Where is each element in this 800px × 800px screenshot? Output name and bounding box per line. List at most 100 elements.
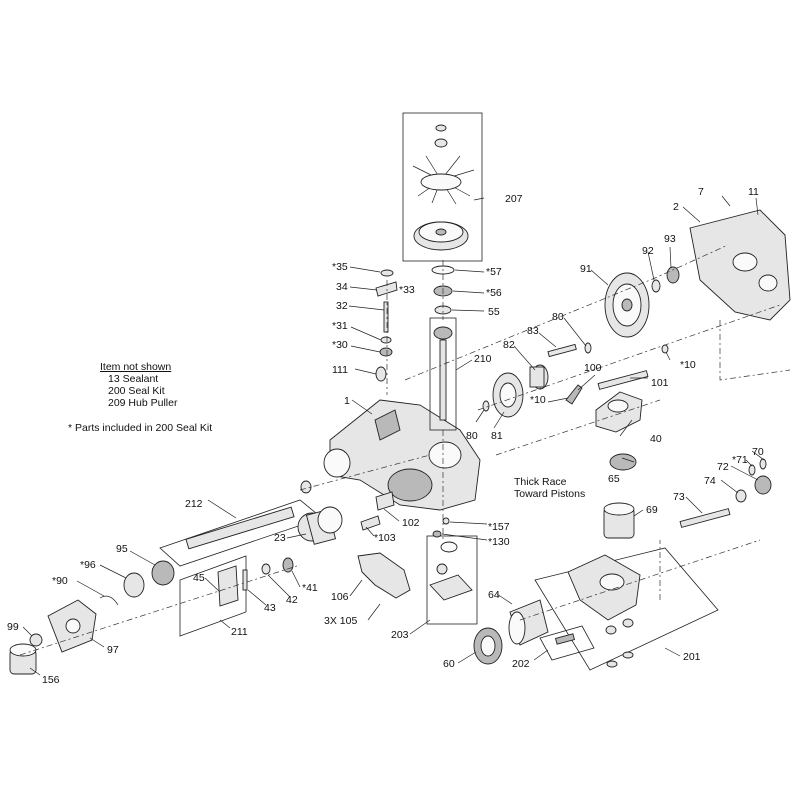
callout-210: 210	[474, 353, 492, 365]
pump-block-69	[603, 502, 635, 539]
callout-71: *71	[732, 454, 748, 466]
callout-212: 212	[185, 498, 203, 510]
callout-55: 55	[488, 306, 500, 318]
filter-23	[297, 506, 343, 545]
callout-33: *33	[399, 284, 415, 296]
callout-157: *157	[488, 521, 510, 533]
callout-95: 95	[116, 543, 128, 555]
motor-64	[508, 599, 549, 646]
callout-96: *96	[80, 559, 96, 571]
callout-92: 92	[642, 245, 654, 257]
callout-106: 106	[331, 591, 349, 603]
puller-156	[9, 643, 37, 675]
callout-73: 73	[673, 491, 685, 503]
callout-40: 40	[650, 433, 662, 445]
callout-82: 82	[503, 339, 515, 351]
callout-207: 207	[505, 193, 523, 205]
callout-45: 45	[193, 572, 205, 584]
callout-130: *130	[488, 536, 510, 548]
callout-203: 203	[391, 629, 409, 641]
washer-80b	[482, 400, 490, 412]
callout-32: 32	[336, 300, 348, 312]
callout-11: 11	[748, 186, 759, 198]
callout-35: *35	[332, 261, 348, 273]
nut-99	[29, 633, 43, 647]
bearing-93	[666, 266, 680, 284]
shaft-83	[547, 343, 577, 358]
callout-211: 211	[231, 626, 248, 638]
thick-race-line2: Toward Pistons	[514, 488, 586, 500]
item-not-shown-13: 13 Sealant	[108, 373, 159, 385]
callout-90: *90	[52, 575, 68, 587]
callout-10a: *10	[680, 359, 696, 371]
callout-69: 69	[646, 504, 658, 516]
bearing-95	[151, 560, 175, 586]
box-203	[426, 535, 478, 625]
callout-102: 102	[402, 517, 420, 529]
gear-81	[492, 372, 524, 418]
item-not-shown-209: 209 Hub Puller	[108, 397, 178, 409]
callout-10b: *10	[530, 394, 546, 406]
plug-157	[442, 517, 450, 525]
thick-race-line1: Thick Race	[514, 476, 567, 488]
seal-kit-note: * Parts included in 200 Seal Kit	[68, 422, 213, 434]
seal-41	[282, 557, 294, 573]
bearing-72	[754, 475, 772, 495]
seal-130	[432, 530, 442, 538]
item-not-shown-200: 200 Seal Kit	[108, 385, 165, 397]
bracket-102	[375, 491, 395, 511]
callout-41: *41	[302, 582, 318, 594]
box-202	[539, 625, 595, 661]
callout-202: 202	[512, 658, 530, 670]
callout-99: 99	[7, 621, 19, 633]
callout-80b: 80	[466, 430, 478, 442]
callout-60: 60	[443, 658, 455, 670]
callout-83: 83	[527, 325, 539, 337]
washer-70	[759, 458, 767, 470]
washer-74	[735, 489, 747, 503]
center-lines	[19, 244, 791, 656]
callout-74: 74	[704, 475, 716, 487]
callout-156: 156	[42, 674, 60, 686]
callout-97: 97	[107, 644, 119, 656]
center-block-40	[595, 391, 643, 433]
callout-7: 7	[698, 186, 704, 198]
callout-64: 64	[488, 589, 500, 601]
shaft-73	[679, 508, 731, 528]
items-not-shown-heading: Item not shown	[100, 361, 172, 373]
callout-57: *57	[486, 266, 502, 278]
plate-103	[360, 515, 381, 531]
ring-71	[748, 464, 756, 476]
washer-80	[584, 342, 592, 354]
callout-100: 100	[584, 362, 602, 374]
callout-101: 101	[651, 377, 669, 389]
fan-pulley-assembly	[402, 112, 483, 262]
callout-31: *31	[332, 320, 348, 332]
callout-43: 43	[264, 602, 276, 614]
callout-56: *56	[486, 287, 502, 299]
seal-96	[123, 572, 145, 598]
callout-201: 201	[683, 651, 701, 663]
callouts: 7 11 2 207 93 92 91 *35 *57 34 *33 *56 3…	[7, 186, 764, 686]
fitting-111	[375, 366, 387, 382]
hub-97	[47, 599, 97, 653]
box-201	[534, 547, 719, 671]
guard-106	[357, 552, 411, 599]
callout-2: 2	[673, 201, 679, 213]
items-not-shown: Item not shown 13 Sealant 200 Seal Kit 2…	[100, 361, 177, 409]
box-211	[179, 555, 247, 637]
washer-92	[651, 279, 661, 293]
rod-43	[242, 569, 248, 591]
brake-arm-100	[565, 384, 583, 405]
callout-3x105: 3X 105	[324, 615, 357, 627]
callout-103: *103	[374, 532, 396, 544]
right-housing	[689, 195, 791, 321]
gear-91	[604, 272, 650, 338]
callout-30: *30	[332, 339, 348, 351]
callout-1: 1	[344, 395, 350, 407]
callout-65: 65	[608, 473, 620, 485]
leader-lines	[22, 197, 765, 676]
bearing-60	[473, 627, 503, 665]
seal-axle	[300, 480, 312, 494]
